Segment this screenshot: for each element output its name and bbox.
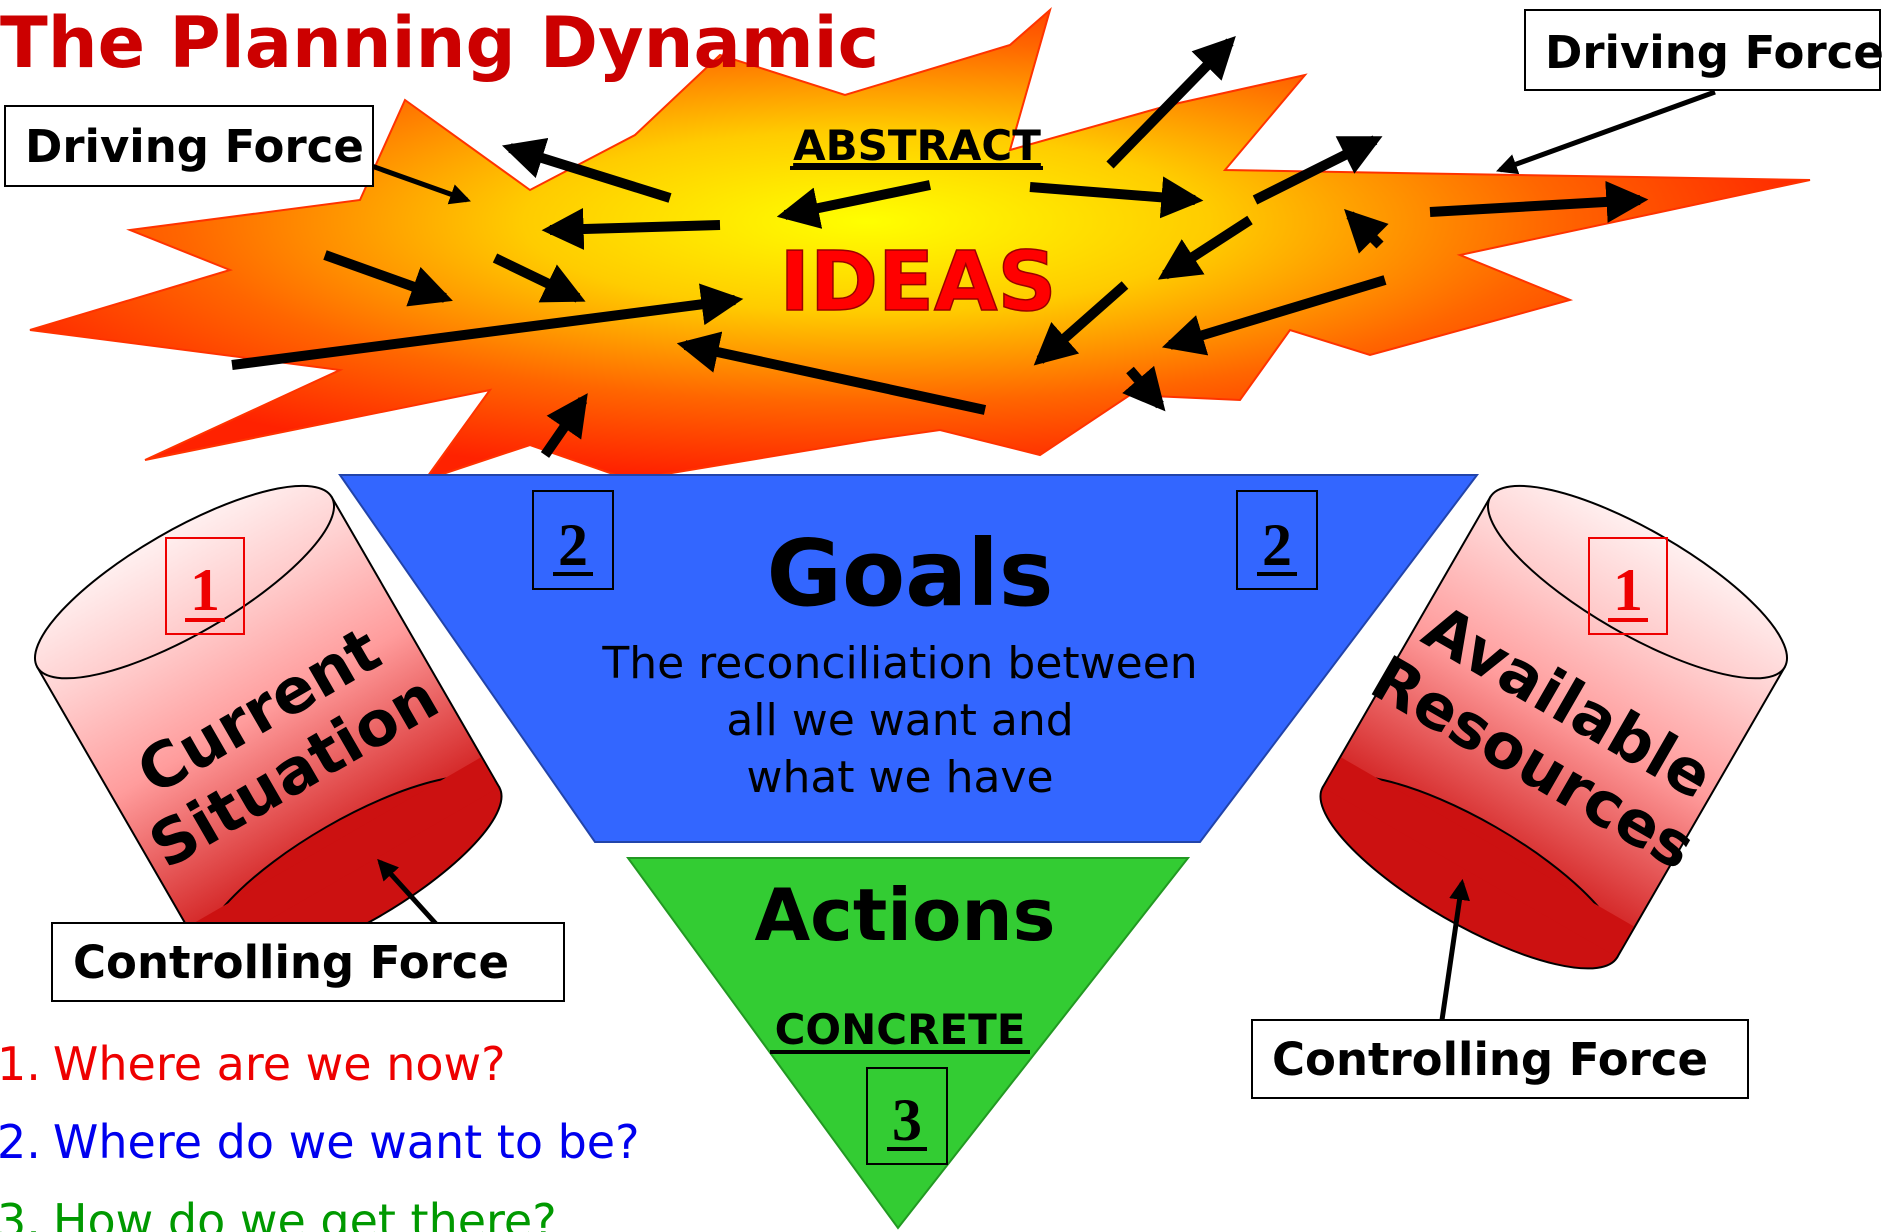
abstract-label: ABSTRACT [793,121,1041,170]
arrow-ideas-9 [1252,135,1383,205]
actions-heading: Actions [754,873,1055,957]
current-situation-cylinder: Current Situation [33,484,503,970]
arrow-ideas-12 [1157,215,1253,280]
arrow-ideas-7 [1106,35,1236,169]
question-3: 3.How do we get there? [0,1194,557,1232]
goals-badge-right-number: 2 [1262,512,1292,578]
arrow-ideas-6 [231,283,744,370]
goals-line-1: The reconciliation between [601,638,1197,689]
arrow-ideas-5 [492,253,586,303]
actions-shape [626,857,1191,1230]
controlling-force-right-label: Controlling Force [1272,1033,1708,1086]
goals-heading: Goals [766,520,1053,627]
actions-badge: 3 [866,1067,948,1165]
current-situation-badge: 1 [165,537,245,635]
ideas-burst [29,7,1811,482]
goals-shape [338,474,1480,843]
actions-badge-number: 3 [892,1087,922,1153]
available-resources-badge-number: 1 [1613,557,1643,623]
driving-force-left-label: Driving Force [25,120,364,173]
question-2: 2.Where do we want to be? [0,1115,640,1169]
arrow-ideas-3 [541,208,721,251]
arrow-ideas-16 [1122,365,1166,412]
arrow-driving-right [1496,89,1716,175]
driving-force-box-right: Driving Force [1524,9,1884,91]
arrow-controlling-left [377,858,439,927]
page-title: The Planning Dynamic [0,2,879,84]
arrow-ideas-2 [776,180,932,229]
arrow-ideas-15 [676,331,987,415]
driving-force-right-label: Driving Force [1545,26,1884,79]
goals-line-3: what we have [746,752,1053,803]
controlling-force-box-left: Controlling Force [51,922,565,1002]
goals-badge-right: 2 [1236,490,1318,590]
ideas-label: IDEAS [779,235,1056,330]
arrow-ideas-10 [1429,180,1649,223]
controlling-force-box-right: Controlling Force [1251,1019,1749,1099]
controlling-force-arrows [377,858,1470,1021]
driving-force-box-left: Driving Force [4,105,374,187]
available-resources-badge: 1 [1588,537,1668,635]
available-resources-cylinder: Available Resources [1319,484,1789,970]
goals-badge-left-number: 2 [558,512,588,578]
question-1: 1.Where are we now? [0,1037,506,1091]
arrow-ideas-17 [540,393,588,458]
questions-list: 1.Where are we now? 2.Where do we want t… [0,1037,640,1232]
goals-badge-left: 2 [532,490,614,590]
arrow-ideas-14 [1161,275,1387,356]
arrow-ideas-11 [1344,209,1389,254]
arrow-ideas-4 [323,250,453,307]
arrow-ideas-1 [501,137,672,203]
arrow-ideas-8 [1029,176,1204,219]
idea-arrows [231,35,1649,458]
concrete-label: CONCRETE [775,1005,1026,1054]
arrow-ideas-13 [1033,281,1129,366]
controlling-force-left-label: Controlling Force [73,936,509,989]
arrow-controlling-right [1439,878,1470,1021]
current-situation-badge-number: 1 [190,557,220,623]
goals-line-2: all we want and [726,695,1073,746]
